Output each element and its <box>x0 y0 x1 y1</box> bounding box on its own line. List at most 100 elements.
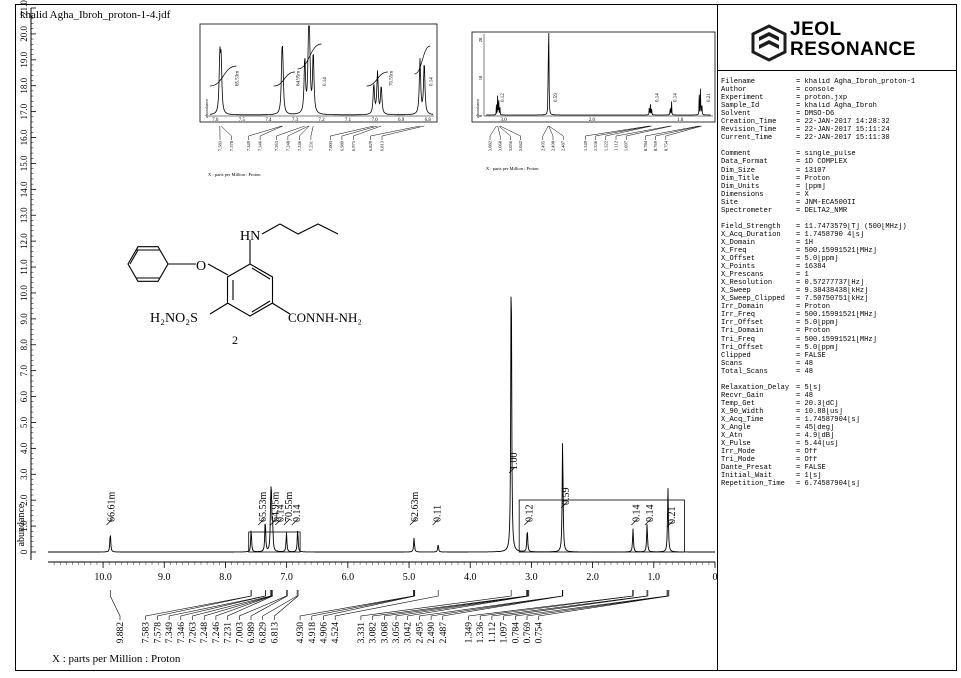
parameter-key: X_Freq <box>721 246 747 255</box>
parameter-row: Temp_Get= 20.3[dC] <box>721 400 957 408</box>
parameter-row: Spectrometer= DELTA2_NMR <box>721 207 957 215</box>
inset-peak-leader <box>370 125 421 140</box>
y-tick-label: 14.0 <box>19 181 29 197</box>
integral-label: 0.21 <box>667 507 678 525</box>
parameter-key: X_Pulse <box>721 440 751 449</box>
parameter-row: X_Prescans = 1 <box>721 271 957 279</box>
parameter-row: X_Freq= 500.15991521[MHz] <box>721 247 957 255</box>
parameter-key: Revision_Time <box>721 126 777 135</box>
peak-leader-line <box>538 590 670 620</box>
inset-peak-leader <box>381 125 425 140</box>
peak-leader-line <box>491 590 648 620</box>
integral-label: 62.63m <box>410 492 421 523</box>
x-tick-label: 5.0 <box>403 572 416 583</box>
peak-leader-line <box>299 590 414 620</box>
peak-label: 7.246 <box>212 622 222 644</box>
integral-curve <box>432 518 439 526</box>
inset-aliphatic-caption: X : parts per Million : Proton <box>486 166 539 171</box>
parameter-row: X_Acq_Time= 1.74587904[s] <box>721 416 957 424</box>
peak-leader-line <box>526 590 669 620</box>
parameter-value: = 5.44[us] <box>796 440 839 449</box>
parameter-row: X_Angle= 45[deg] <box>721 424 957 432</box>
parameter-row: Tri_Offset= 5.0[ppm] <box>721 344 957 352</box>
parameter-key: Scans <box>721 359 743 368</box>
parameter-value: = console <box>796 86 835 95</box>
peak-leader-line <box>203 590 272 620</box>
inset-peak-leader <box>497 125 501 140</box>
inset-peak-label: 3.042 <box>518 141 523 151</box>
sulfonamide-label: H₂NO₂S <box>150 311 198 326</box>
integral-region-aromatic <box>248 531 301 553</box>
inset-aromatic-tick-label: 7.4 <box>265 118 272 123</box>
inset-aromatic-tick-label: 7.6 <box>212 118 219 123</box>
parameter-value: = 48 <box>796 359 814 368</box>
inset-aromatic-tick-label: 6.8 <box>425 118 432 123</box>
inset-peak-label: 1.112 <box>614 141 619 151</box>
parameter-value: = 20.3[dC] <box>796 399 839 408</box>
jeol-logo-icon <box>751 24 787 62</box>
peak-leader-line <box>360 590 512 620</box>
y-tick-label: 7.0 <box>19 365 29 377</box>
parameter-row: Solvent= DMSO-D6 <box>721 110 957 118</box>
inset-peak-leader <box>220 125 232 140</box>
parameter-row: Tri_Mode= Off <box>721 456 957 464</box>
parameter-value: = 5[s] <box>796 383 822 392</box>
peak-label: 6.829 <box>259 622 269 644</box>
parameter-key: Tri_Freq <box>721 335 756 344</box>
parameter-value: = 1.7458790 4[s] <box>796 230 865 239</box>
parameter-key: Author <box>721 86 747 95</box>
y-tick-label: 12.0 <box>19 233 29 249</box>
spectrum-line <box>48 296 715 553</box>
peak-leader-line <box>503 590 649 620</box>
parameter-value: = [ppm] <box>796 182 826 191</box>
parameter-row: X_Domain = 1H <box>721 239 957 247</box>
parameter-value: = 9.38438438[kHz] <box>796 287 869 296</box>
inset-peak-label: 6.975 <box>351 140 356 151</box>
inset-peak-label: 1.097 <box>624 140 629 151</box>
integral-label: 64.95m <box>270 492 281 523</box>
parameter-key: X_Sweep_Clipped <box>721 295 785 304</box>
peak-label: 7.231 <box>224 622 234 644</box>
integral-curve <box>631 518 638 526</box>
parameter-value: = 5.0[ppm] <box>796 343 839 352</box>
integral-curve <box>106 518 113 526</box>
parameter-value: = 1 <box>796 271 809 280</box>
inset-integral-label: 65.53m <box>236 71 241 86</box>
inset-peak-leader <box>259 125 283 140</box>
sulfonyl-bond <box>209 302 229 315</box>
peak-label: 6.989 <box>247 622 257 644</box>
inset-aliphatic-frame <box>471 31 716 123</box>
peak-label: 7.346 <box>177 622 187 644</box>
parameter-key: Clipped <box>721 351 751 360</box>
parameter-value: = proton.jxp <box>796 94 848 103</box>
inset-aromatic-tick-label: 7.2 <box>318 118 325 123</box>
parameter-value: = X <box>796 190 809 199</box>
inset-integral-curve <box>414 45 431 75</box>
parameter-key: X_Sweep <box>721 287 751 296</box>
parameter-key: Irr_Mode <box>721 448 756 457</box>
parameter-row: Total_Scans= 48 <box>721 368 957 376</box>
logo-line-2: RESONANCE <box>790 39 916 60</box>
x-tick-label: 8.0 <box>219 572 232 583</box>
parameter-value: = FALSE <box>796 351 826 360</box>
document-title: khalid Agha_Ibroh_proton-1-4.jdf <box>20 9 171 21</box>
y-tick-label: 10.0 <box>19 285 29 301</box>
parameter-value: = 1H <box>796 238 814 247</box>
inset-peak-label: 6.989 <box>339 140 344 151</box>
parameter-key: Site <box>721 198 739 207</box>
integral-curve <box>291 518 299 526</box>
peak-label: 0.784 <box>511 622 521 644</box>
parameter-key: Data_Format <box>721 158 768 167</box>
carbonyl-bond <box>271 302 291 315</box>
peak-label: 1.097 <box>500 622 510 644</box>
inset-integral-label: 0.14 <box>673 93 678 102</box>
peak-label: 7.003 <box>235 622 245 644</box>
parameter-key: X_Domain <box>721 238 756 247</box>
parameter-key: X_Prescans <box>721 271 764 280</box>
inset-peak-label: 1.349 <box>583 140 588 151</box>
parameter-value: = khalid Agha_Ibroh <box>796 102 877 111</box>
parameter-row: Current_Time= 22-JAN-2017 15:11:30 <box>721 134 957 142</box>
inset-peak-leader <box>341 125 378 140</box>
parameter-key: X_Acq_Time <box>721 415 764 424</box>
